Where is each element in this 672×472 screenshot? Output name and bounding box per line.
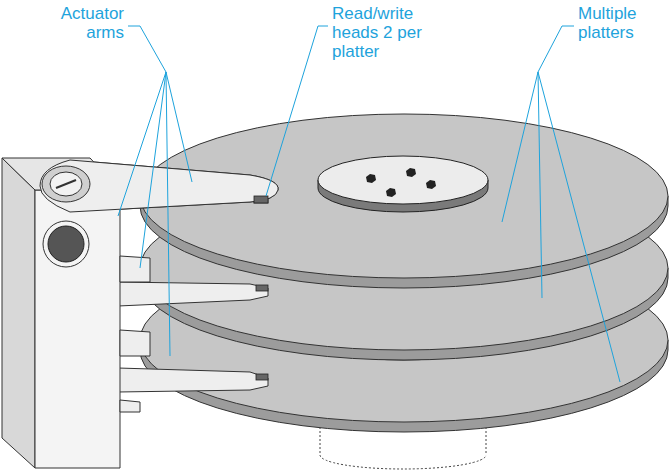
leader-line	[118, 26, 620, 382]
callout-label: Read/write heads 2 per platter	[332, 4, 452, 61]
actuator-arm	[40, 160, 278, 212]
spindle-hub	[318, 156, 488, 212]
actuator-arm	[118, 282, 268, 306]
actuator-arm	[120, 256, 150, 412]
read-write-head	[256, 374, 268, 380]
callout-label: Multiple platters	[578, 4, 666, 42]
read-write-head	[254, 196, 268, 203]
callout-label: Actuator arms	[46, 4, 124, 42]
hub-screw	[366, 168, 436, 197]
pivot	[42, 166, 90, 202]
actuator-arm	[118, 368, 268, 392]
actuator-arm	[40, 160, 278, 212]
read-write-head	[256, 285, 268, 291]
